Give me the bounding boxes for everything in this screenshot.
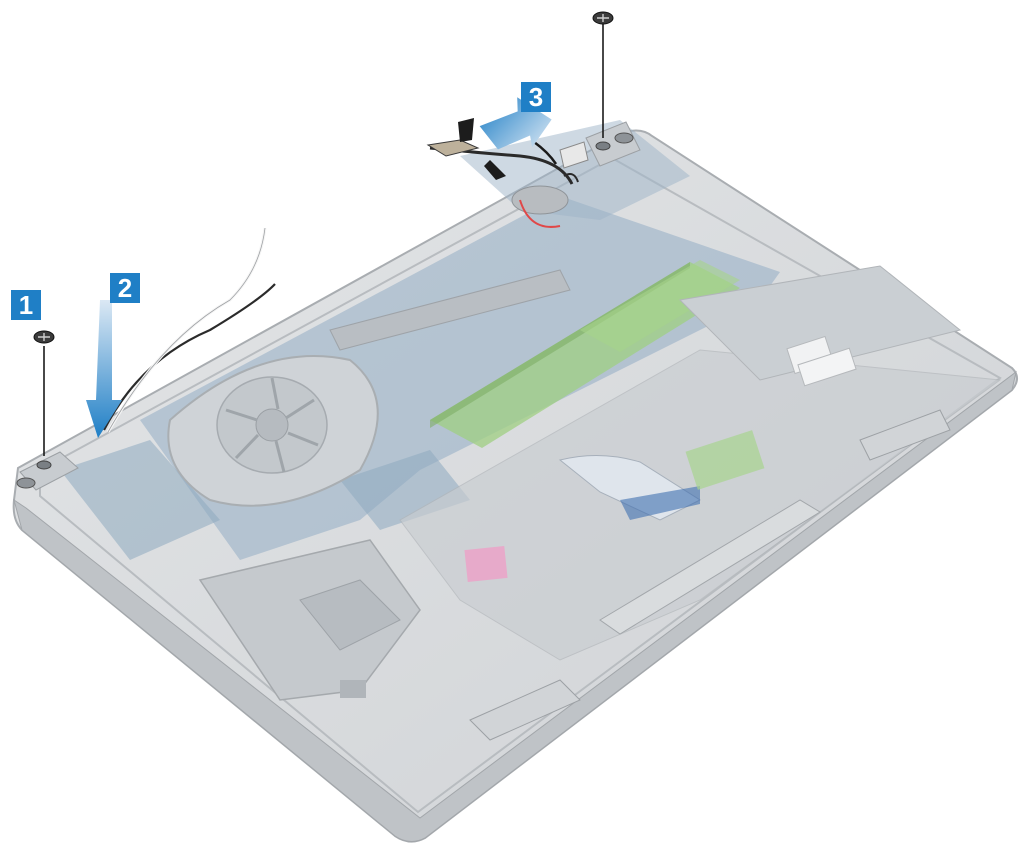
- memory-modules: [430, 260, 740, 448]
- callout-label: 1: [18, 290, 34, 320]
- screw-right-hinge[interactable]: [592, 11, 634, 151]
- arrow-down-icon: [86, 300, 122, 438]
- display-cable: [426, 118, 589, 185]
- pink-label: [464, 545, 508, 583]
- callout-badge-3: 3: [521, 82, 551, 112]
- callout-badge-2: 2: [110, 273, 140, 303]
- coin-cell-battery: [511, 185, 569, 228]
- battery-area: [399, 265, 1002, 661]
- barcode-label: [797, 347, 857, 387]
- touchpad-board: [685, 430, 765, 490]
- touchpad-cable: [558, 455, 702, 521]
- screw-left-hinge[interactable]: [16, 330, 55, 489]
- heat-pipe: [329, 269, 571, 351]
- io-board: [60, 440, 220, 560]
- callout-badge-1: 1: [11, 290, 41, 320]
- antenna-cables: [103, 227, 276, 433]
- cooling-fan: [167, 355, 379, 507]
- callout-label: 3: [528, 82, 544, 112]
- palmrest-bracket: [599, 499, 821, 635]
- callout-label: 2: [117, 273, 133, 303]
- ssd-module: [198, 539, 421, 701]
- speaker-right: [469, 409, 951, 741]
